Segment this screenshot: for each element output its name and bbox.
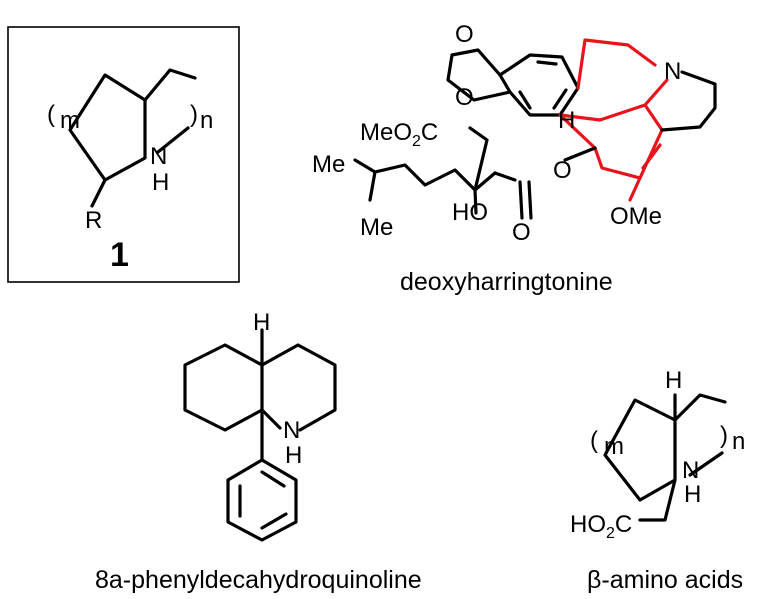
beta-amino-acid-panel: H ( m ) n N H HO2C β-amino acids <box>570 367 745 594</box>
beta-amino-acid-acid-label: HO2C <box>570 511 632 542</box>
beta-amino-acid-close-paren: ) <box>720 422 728 449</box>
compound-1-label: 1 <box>110 236 129 274</box>
beta-amino-acid-n-index: n <box>732 428 745 455</box>
compound-1-n-atom: N <box>150 143 167 170</box>
compound-1-frame <box>7 26 240 283</box>
deoxyharringtonine-aromatic <box>446 48 580 117</box>
beta-amino-acid-m-index: m <box>604 433 624 460</box>
quinoline-panel: H N H 8a-phenyldecahydroquinoline <box>95 309 422 594</box>
deoxyharringtonine-caption: deoxyharringtonine <box>400 268 613 296</box>
deoxyharringtonine-panel: O O N H MeO2C O OMe HO O Me Me deoxyharr… <box>312 21 717 296</box>
deoxyharringtonine-carbonyl-o: O <box>512 219 531 246</box>
beta-amino-acid-n-atom: N <box>682 457 699 484</box>
compound-1-nh-atom: H <box>152 169 169 196</box>
compound-1-open-paren: ( <box>47 101 55 128</box>
deoxyharringtonine-n-atom: N <box>664 58 681 85</box>
quinoline-caption: 8a-phenyldecahydroquinoline <box>95 566 422 594</box>
quinoline-h-atom: H <box>253 309 270 336</box>
deoxyharringtonine-ho: HO <box>452 199 488 226</box>
deoxyharringtonine-me-bottom: Me <box>360 214 393 241</box>
deoxyharringtonine-o-top: O <box>455 21 474 48</box>
quinoline-n-atom: N <box>283 417 300 444</box>
quinoline-skeleton <box>183 328 337 542</box>
compound-1-close-paren: ) <box>190 101 198 128</box>
beta-amino-acid-h-top: H <box>665 367 682 394</box>
deoxyharringtonine-pyrrolidine <box>660 70 717 132</box>
beta-amino-acid-caption: β-amino acids <box>587 566 743 594</box>
beta-amino-acid-nh-atom: H <box>684 481 701 508</box>
compound-1-skeleton <box>68 68 197 208</box>
deoxyharringtonine-h-atom: H <box>558 107 575 134</box>
compound-1-n-index: n <box>200 107 213 134</box>
compound-1-panel: ( m ) n N H R 1 <box>7 26 240 283</box>
compound-1-r-group: R <box>85 207 102 234</box>
deoxyharringtonine-ester-oxygen: O <box>553 157 572 184</box>
deoxyharringtonine-ester-label: MeO2C <box>360 119 438 150</box>
deoxyharringtonine-me-top: Me <box>312 151 345 178</box>
beta-amino-acid-skeleton <box>603 393 727 522</box>
deoxyharringtonine-core-red <box>558 38 669 202</box>
quinoline-nh-atom: H <box>285 442 302 469</box>
deoxyharringtonine-o-bottom: O <box>455 84 474 111</box>
beta-amino-acid-open-paren: ( <box>590 427 598 454</box>
deoxyharringtonine-ome: OMe <box>610 203 662 230</box>
deoxyharringtonine-side-chain <box>353 126 597 220</box>
compound-1-m-index: m <box>60 107 80 134</box>
